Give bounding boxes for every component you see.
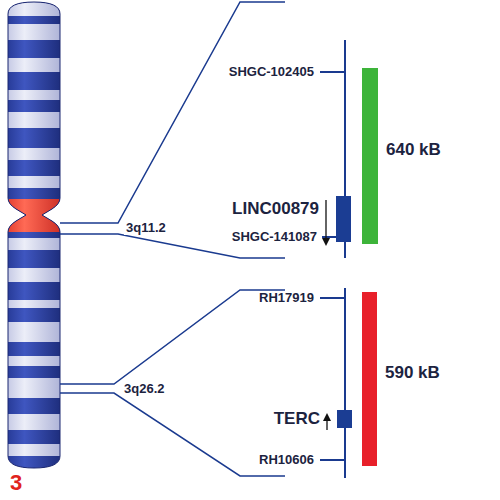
chromosome: 3 <box>4 2 64 468</box>
gene-box: TERC <box>337 410 352 428</box>
zoom-line <box>60 393 285 476</box>
marker-tick <box>320 459 345 461</box>
marker-name: RH17919 <box>257 291 316 306</box>
chromosome-outline <box>8 2 60 468</box>
marker-name: SHGC-141087 <box>230 230 319 245</box>
chromosome-body <box>0 0 70 470</box>
chromosome-number: 3 <box>10 470 22 495</box>
gene-box-fill <box>336 196 351 242</box>
chromosome-fill <box>4 2 64 468</box>
strand-arrow <box>325 200 326 240</box>
arrow-head <box>322 238 330 246</box>
region-bar-fill <box>362 68 378 244</box>
map-axis <box>344 288 346 478</box>
marker-name: RH10606 <box>257 453 316 468</box>
region-bar: 590 kB <box>362 292 377 466</box>
region-size: 590 kB <box>385 363 440 383</box>
band-name: 3q11.2 <box>124 221 168 236</box>
region-size: 640 kB <box>386 140 441 160</box>
arrow-head <box>323 413 331 421</box>
marker-tick <box>320 297 345 299</box>
region-bar: 640 kB <box>362 68 378 244</box>
zoom-line <box>60 2 285 223</box>
band-name: 3q26.2 <box>122 382 166 397</box>
marker-tick <box>320 71 345 73</box>
gene-name: LINC00879 <box>232 199 319 219</box>
region-bar-fill <box>362 292 377 466</box>
gene-name: TERC <box>274 409 320 429</box>
gene-box-fill <box>337 410 352 428</box>
zoom-line <box>60 290 285 384</box>
gene-box: LINC00879 <box>336 196 351 242</box>
marker-name: SHGC-102405 <box>227 65 316 80</box>
strand-arrows <box>322 200 331 430</box>
chromosome-ground <box>0 0 70 470</box>
